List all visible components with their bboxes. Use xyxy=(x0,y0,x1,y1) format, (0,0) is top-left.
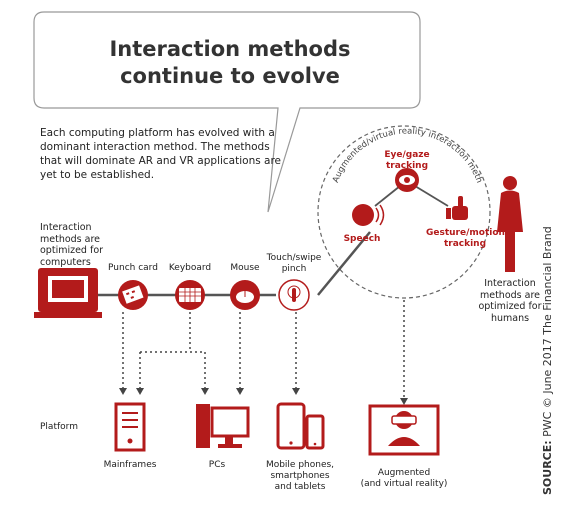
gesture-label-line-1: Gesture/motion xyxy=(426,228,505,238)
eye-label: Eye/gaze tracking xyxy=(374,150,440,172)
source-prefix: SOURCE: xyxy=(541,440,554,495)
punch-card-icon xyxy=(118,280,148,310)
eye-label-line-1: Eye/gaze xyxy=(384,150,430,160)
arrowheads xyxy=(119,388,408,405)
arrows xyxy=(122,300,405,400)
intro-text: Each computing platform has evolved with… xyxy=(40,127,282,181)
eye-icon xyxy=(395,168,419,192)
mobile-label-line-1: Mobile phones, xyxy=(265,460,335,470)
mainframes-label: Mainframes xyxy=(103,460,157,470)
pc-icon xyxy=(196,404,250,448)
source-text: PWC © June 2017 The Financial Brand xyxy=(541,226,554,441)
touch-label-line-1: Touch/swipe xyxy=(266,253,322,263)
mainframe-icon xyxy=(114,402,146,452)
ar-circle xyxy=(317,125,491,299)
touch-icon xyxy=(278,279,310,311)
mouse-label: Mouse xyxy=(230,263,260,273)
mobile-label-line-3: and tablets xyxy=(274,482,326,492)
humans-caption: Interaction methods are optimized for hu… xyxy=(478,278,542,324)
ar-link-2 xyxy=(414,185,449,207)
timeline-to-ar xyxy=(317,231,371,296)
platform-label: Platform xyxy=(40,422,78,432)
touch-label: Touch/swipe pinch xyxy=(262,253,326,275)
person-icon xyxy=(497,176,523,272)
vr-headset-icon xyxy=(368,404,440,456)
keyboard-icon xyxy=(175,280,205,310)
speech-icon xyxy=(352,204,385,226)
speech-bubble xyxy=(33,11,421,213)
eye-label-line-2: tracking xyxy=(385,161,429,171)
computers-caption: Interaction methods are optimized for co… xyxy=(40,222,104,268)
punch-card-label: Punch card xyxy=(108,263,158,273)
gesture-label: Gesture/motion tracking xyxy=(426,228,505,250)
gesture-label-line-2: tracking xyxy=(443,239,487,249)
page-title: Interaction methods continue to evolve xyxy=(40,36,420,90)
mobile-label: Mobile phones, smartphones and tablets xyxy=(260,460,340,493)
mouse-icon xyxy=(230,280,260,310)
pcs-label: PCs xyxy=(208,460,226,470)
title-line-1: Interaction methods xyxy=(109,37,351,61)
gesture-icon xyxy=(446,196,468,220)
ar-label: Augmented (and virtual reality) xyxy=(350,468,458,490)
title-line-2: continue to evolve xyxy=(120,64,340,88)
ar-link-1 xyxy=(374,185,401,207)
touch-label-line-2: pinch xyxy=(281,264,307,274)
mobile-label-line-2: smartphones xyxy=(270,471,330,481)
ar-label-line-2: (and virtual reality) xyxy=(360,479,448,489)
source-credit: SOURCE: PWC © June 2017 The Financial Br… xyxy=(541,226,554,495)
speech-label: Speech xyxy=(343,234,381,244)
keyboard-label: Keyboard xyxy=(168,263,212,273)
mobile-icon xyxy=(276,402,325,450)
ar-label-line-1: Augmented xyxy=(377,468,431,478)
computer-icon xyxy=(34,268,102,318)
